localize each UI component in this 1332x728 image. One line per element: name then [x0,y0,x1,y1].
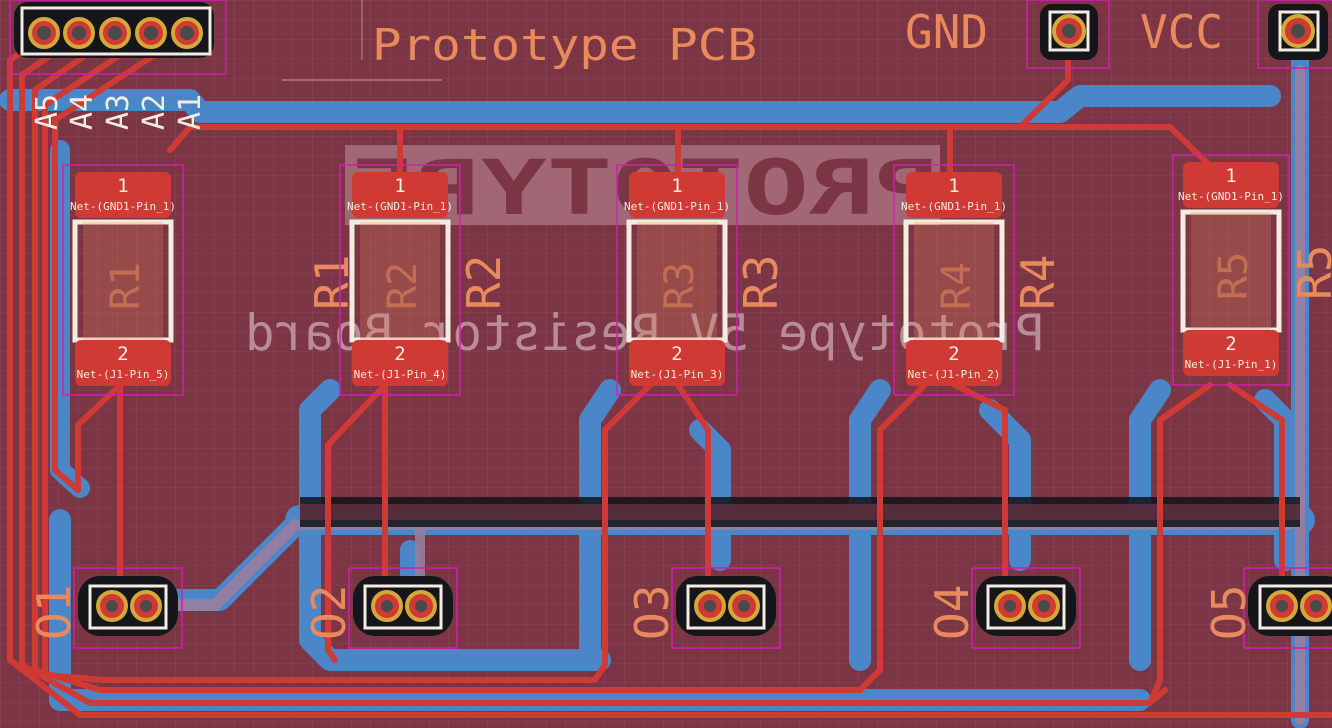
silk-ref: R3 [734,255,788,310]
pin-label-a3: A3 [101,94,136,130]
pad1-number: 1 [671,175,682,197]
pin-label-a2: A2 [137,94,172,130]
output-label-o4: O4 [925,585,979,640]
pad1-number: 1 [948,175,959,197]
pin-label-a4: A4 [65,94,100,130]
pad2-net: Net-(J1-Pin_1) [1185,358,1278,371]
pad2-number: 2 [671,343,682,365]
pad2-number: 2 [1225,333,1236,355]
ground-pour-strip-inner [300,504,1300,520]
fab-ref: R4 [934,262,980,310]
pad2-number: 2 [394,343,405,365]
fab-ref: R5 [1211,252,1257,300]
pad1-net: Net-(GND1-Pin_1) [70,200,176,213]
output-o1[interactable] [73,567,183,649]
pad2-net: Net-(J1-Pin_4) [354,368,447,381]
gnd-connector[interactable] [1026,0,1110,69]
output-label-o2: O2 [302,585,356,640]
output-label-o5: O5 [1202,585,1256,640]
resistor-r3[interactable]: 1 Net-(GND1-Pin_1) 2 Net-(J1-Pin_3) R3 R… [616,164,788,396]
pin-label-a5: A5 [30,94,65,130]
pin-label-a1: A1 [173,94,208,130]
pad1-number: 1 [1225,165,1236,187]
pad2-net: Net-(J1-Pin_5) [77,368,170,381]
pad1-net: Net-(GND1-Pin_1) [347,200,453,213]
output-o3[interactable] [671,567,781,649]
output-label-o1: O1 [27,585,81,640]
pad2-number: 2 [948,343,959,365]
header-pin-labels: A5 A4 A3 A2 A1 [30,94,208,130]
pad2-net: Net-(J1-Pin_3) [631,368,724,381]
resistor-r5[interactable]: 1 Net-(GND1-Pin_1) 2 Net-(J1-Pin_1) R5 R… [1172,154,1332,386]
fab-ref: R2 [380,262,426,310]
pad1-net: Net-(GND1-Pin_1) [624,200,730,213]
resistor-r2[interactable]: 1 Net-(GND1-Pin_1) 2 Net-(J1-Pin_4) R2 R… [339,164,511,396]
pad2-net: Net-(J1-Pin_2) [908,368,1001,381]
header-pins [28,17,203,49]
output-o2[interactable] [348,567,458,649]
output-o5[interactable] [1243,567,1332,649]
silk-ref: R4 [1011,255,1065,310]
vcc-label: VCC [1140,5,1223,59]
pad1-net: Net-(GND1-Pin_1) [901,200,1007,213]
header-j1[interactable] [9,0,227,75]
output-label-o3: O3 [625,585,679,640]
fab-ref: R1 [103,262,149,310]
pad1-number: 1 [394,175,405,197]
pad1-net: Net-(GND1-Pin_1) [1178,190,1284,203]
output-o4[interactable] [971,567,1081,649]
board-title: Prototype PCB [372,20,757,71]
fab-ref: R3 [657,262,703,310]
silk-ref: R5 [1288,245,1332,300]
gnd-label: GND [905,5,988,59]
resistor-r4[interactable]: 1 Net-(GND1-Pin_1) 2 Net-(J1-Pin_2) R4 R… [893,164,1065,396]
pad2-number: 2 [117,343,128,365]
pad1-number: 1 [117,175,128,197]
silk-ref: R2 [457,255,511,310]
vcc-connector[interactable] [1257,0,1332,69]
